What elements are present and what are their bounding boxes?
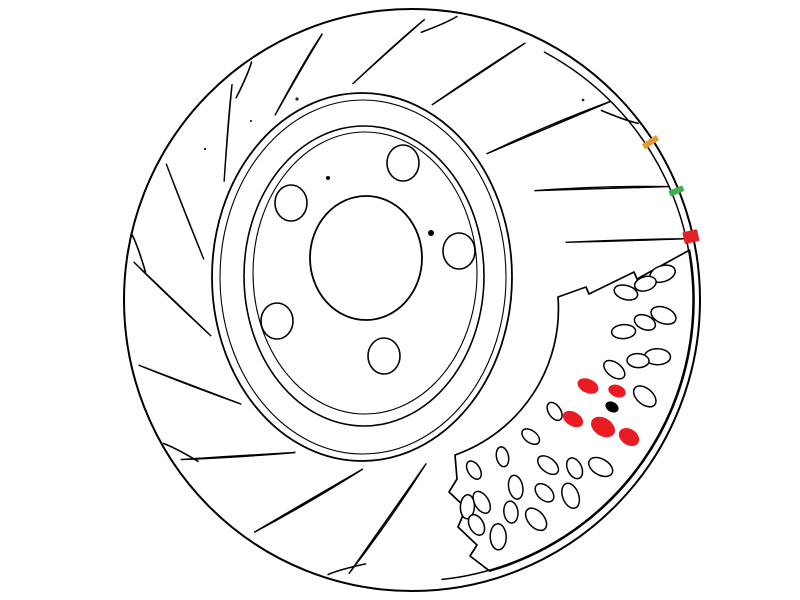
ink-specks [203, 97, 585, 151]
thermal-paint-orange [642, 135, 659, 149]
highlighted-vent-pillars [562, 378, 640, 447]
thermal-paint-green [668, 185, 685, 197]
rotor-slots [131, 15, 687, 576]
thermal-paint-markers [642, 135, 700, 244]
rotor-rim-edge [441, 51, 694, 581]
rotor-hub [211, 92, 513, 462]
vent-pillars [459, 264, 677, 551]
thermal-paint-red [682, 229, 700, 244]
